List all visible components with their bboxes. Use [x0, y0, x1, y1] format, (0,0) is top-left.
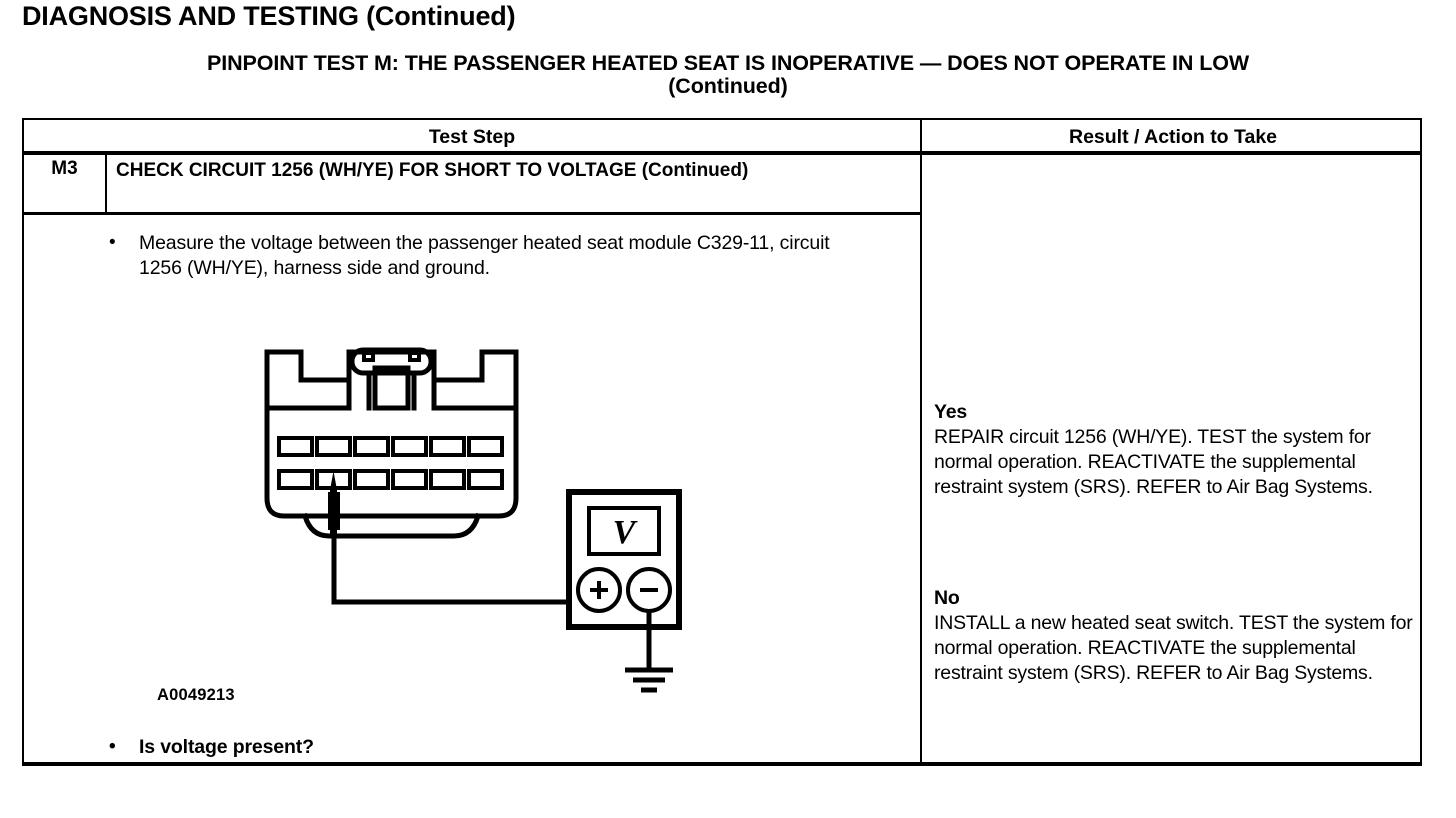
- pinpoint-test-title: PINPOINT TEST M: THE PASSENGER HEATED SE…: [0, 51, 1456, 99]
- column-header-result-action: Result / Action to Take: [1068, 126, 1278, 148]
- result-action-no: INSTALL a new heated seat switch. TEST t…: [934, 611, 1413, 684]
- result-block-yes: Yes REPAIR circuit 1256 (WH/YE). TEST th…: [934, 400, 1426, 499]
- diagram-svg: V: [264, 347, 682, 693]
- meter-display: [587, 506, 661, 556]
- question-text: Is voltage present?: [139, 736, 314, 758]
- ground-symbol-icon: [625, 611, 673, 693]
- step-title-rule: [24, 212, 922, 215]
- pinpoint-test-table: Test Step Result / Action to Take M3 CHE…: [22, 118, 1422, 766]
- connector-latch: [349, 347, 434, 411]
- figure-id-label: A0049213: [157, 686, 235, 704]
- bullet-marker-icon: •: [109, 736, 116, 757]
- column-header-test-step: Test Step: [428, 126, 516, 148]
- step-title: CHECK CIRCUIT 1256 (WH/YE) FOR SHORT TO …: [116, 160, 749, 181]
- probe-lead-wire: [331, 536, 569, 605]
- multimeter: [566, 489, 682, 630]
- step-id-divider: [105, 155, 107, 212]
- page-title: DIAGNOSIS AND TESTING (Continued): [22, 1, 516, 31]
- meter-display-value: V: [613, 514, 638, 551]
- column-divider: [920, 120, 922, 762]
- plus-icon: [590, 581, 608, 599]
- meter-positive-terminal: [576, 567, 622, 613]
- test-connector-diagram: V: [249, 340, 699, 700]
- result-action-yes: REPAIR circuit 1256 (WH/YE). TEST the sy…: [934, 425, 1373, 498]
- step-id: M3: [51, 158, 78, 179]
- instruction-bullet-question: • Is voltage present?: [109, 735, 809, 760]
- pinpoint-test-title-line1: PINPOINT TEST M: THE PASSENGER HEATED SE…: [206, 51, 1250, 75]
- connector-pins-bottom-row: [277, 469, 504, 490]
- header-rule: [24, 151, 1420, 155]
- instruction-bullet-measure: • Measure the voltage between the passen…: [109, 231, 849, 281]
- result-answer-no: No: [934, 587, 960, 609]
- result-block-no: No INSTALL a new heated seat switch. TES…: [934, 586, 1426, 685]
- connector-pins-top-row: [277, 436, 504, 457]
- latch-notches: [362, 351, 421, 362]
- instruction-text-measure: Measure the voltage between the passenge…: [139, 232, 830, 279]
- pinpoint-test-title-line2: (Continued): [668, 74, 788, 99]
- test-probe-icon: [328, 471, 340, 536]
- bullet-marker-icon: •: [109, 232, 116, 253]
- result-answer-yes: Yes: [934, 401, 968, 423]
